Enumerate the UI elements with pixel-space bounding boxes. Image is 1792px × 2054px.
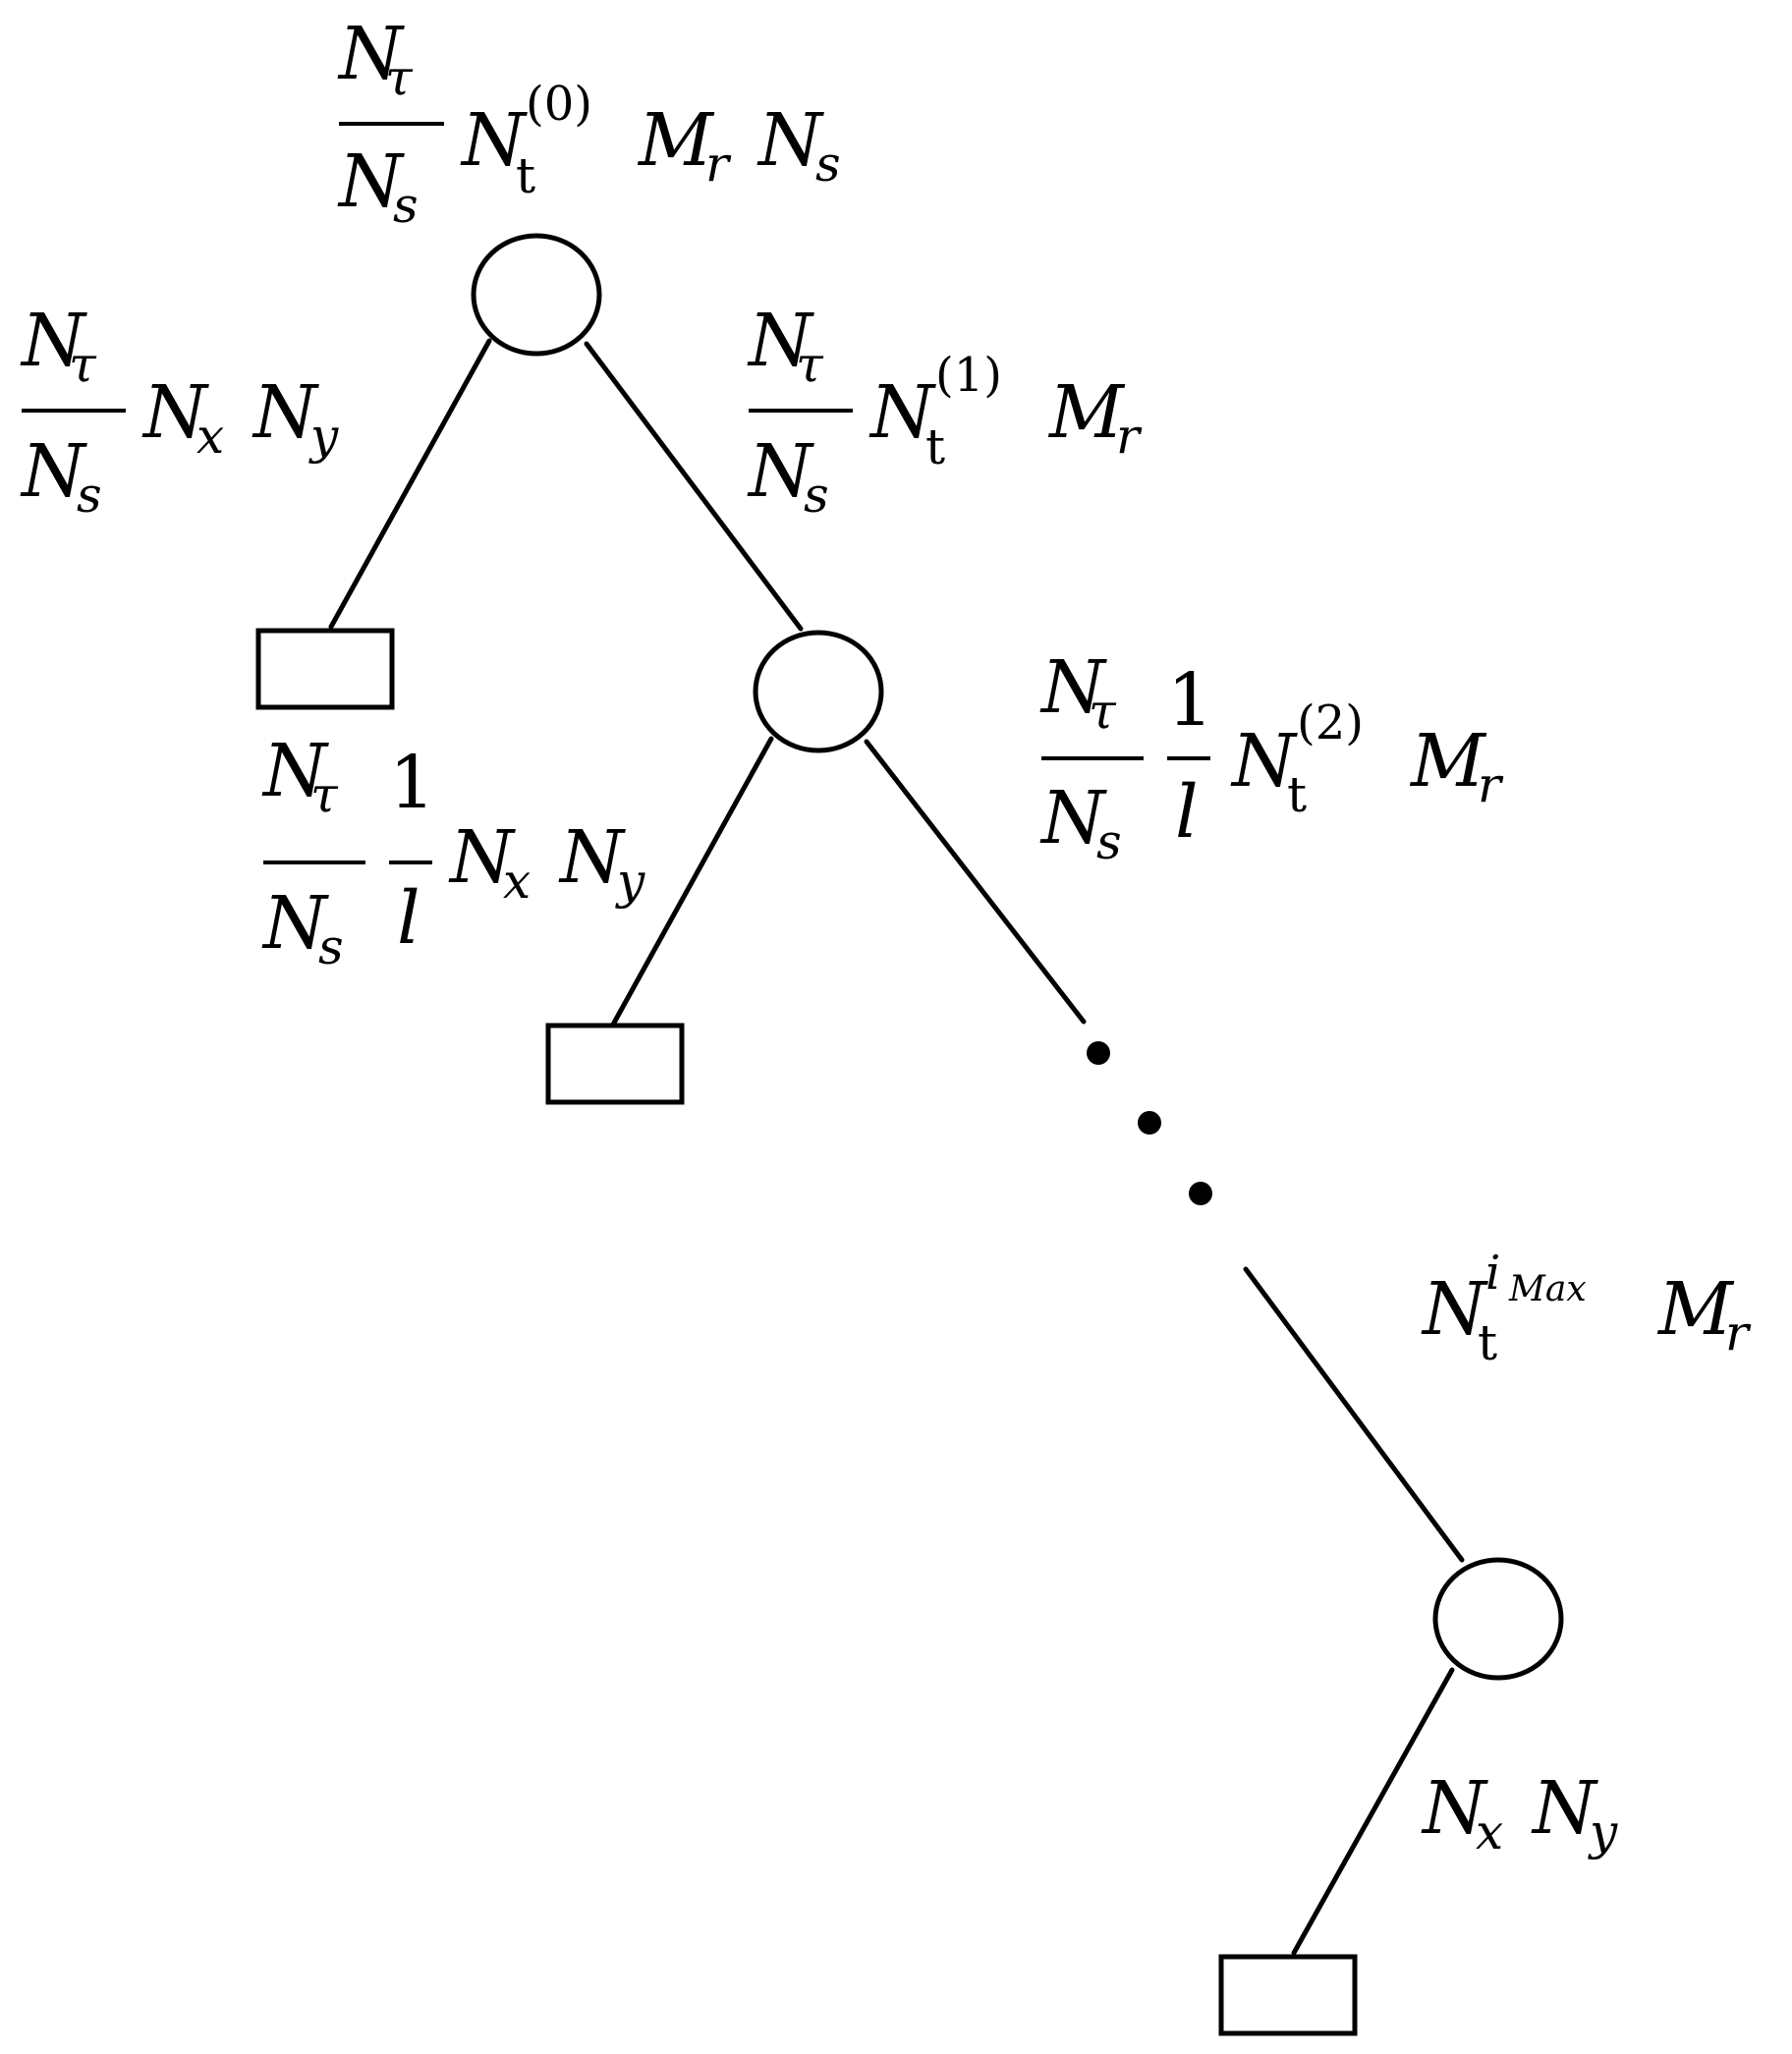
ellipsis-dot [1087,1041,1110,1065]
ellipsis-dot [1138,1111,1161,1135]
svg-text:N: N [261,729,329,813]
node-level1 [753,630,884,753]
svg-text:s: s [815,136,841,193]
ellipsis-dot [1189,1182,1212,1205]
svg-text:N: N [337,139,405,224]
svg-text:i: i [1485,1246,1500,1301]
svg-text:N: N [558,815,626,900]
svg-text:l: l [1175,770,1199,855]
edge-node1-right [864,739,1087,1025]
svg-text:r: r [1725,1305,1752,1361]
right1-label: N τ N s N t (1) M r [747,299,1143,524]
svg-text:N: N [448,815,516,900]
svg-text:τ: τ [1089,683,1117,740]
svg-text:N: N [1421,1766,1488,1851]
svg-text:t: t [516,147,535,204]
svg-text:N: N [252,370,319,455]
svg-text:N: N [747,429,814,514]
svg-text:Max: Max [1508,1269,1587,1309]
svg-text:M: M [1047,370,1126,455]
svg-text:M: M [1656,1267,1735,1352]
svg-text:r: r [1478,756,1504,813]
svg-text:τ: τ [796,336,824,393]
edge-root-right [584,341,804,632]
svg-text:N: N [337,12,405,96]
svg-text:M: M [1409,719,1487,804]
svg-text:t: t [1287,766,1307,823]
edge-root-left [328,338,492,630]
svg-text:M: M [637,98,715,183]
left1-label: N τ N s N x N y [20,299,339,524]
svg-text:x: x [503,853,531,910]
svg-text:N: N [1230,719,1298,804]
svg-text:(0): (0) [526,77,592,132]
svg-text:N: N [1039,776,1107,860]
svg-text:N: N [20,429,87,514]
svg-text:N: N [1039,645,1107,730]
leaf-level1 [255,628,395,710]
svg-text:N: N [756,98,824,183]
svg-text:τ: τ [310,766,339,823]
svg-text:τ: τ [69,336,97,393]
svg-text:N: N [141,370,209,455]
svg-text:N: N [261,881,329,966]
node-last [1432,1557,1564,1681]
svg-text:t: t [925,418,945,475]
svg-text:y: y [1588,1804,1618,1860]
svg-text:s: s [804,467,829,524]
svg-text:y: y [308,408,339,465]
svg-text:(1): (1) [935,348,1002,403]
svg-text:N: N [747,299,814,383]
root-label: N τ N s N t (0) M r N s [337,12,841,234]
svg-text:s: s [1096,813,1122,870]
edge-last-left [1291,1667,1455,1956]
svg-text:s: s [393,177,419,234]
last-node-label: N t i Max M r [1421,1246,1752,1371]
svg-text:s: s [318,918,344,975]
svg-text:l: l [397,876,420,961]
svg-text:N: N [868,370,936,455]
svg-text:t: t [1478,1314,1497,1371]
right2-label: N τ N s 1 l N t (2) M r [1039,645,1504,870]
left2-label: N τ N s 1 l N x N y [261,729,645,975]
svg-text:r: r [1116,408,1143,465]
svg-text:1: 1 [1167,658,1213,743]
svg-text:N: N [460,98,528,183]
svg-text:x: x [196,408,224,465]
svg-text:N: N [1421,1267,1488,1352]
svg-text:r: r [705,136,732,193]
svg-text:N: N [1531,1766,1598,1851]
edge-continue-right [1243,1266,1465,1563]
svg-text:y: y [615,853,645,910]
last-leaf-label: N x N y [1421,1766,1618,1860]
svg-text:N: N [20,299,87,383]
node-root [471,233,602,357]
svg-text:(2): (2) [1297,695,1364,750]
edge-node1-left [610,736,774,1027]
svg-text:x: x [1476,1804,1503,1860]
leaf-level2 [545,1023,685,1105]
svg-text:s: s [77,467,102,524]
leaf-last [1218,1954,1358,2036]
svg-text:τ: τ [385,49,414,106]
svg-text:1: 1 [389,741,435,825]
